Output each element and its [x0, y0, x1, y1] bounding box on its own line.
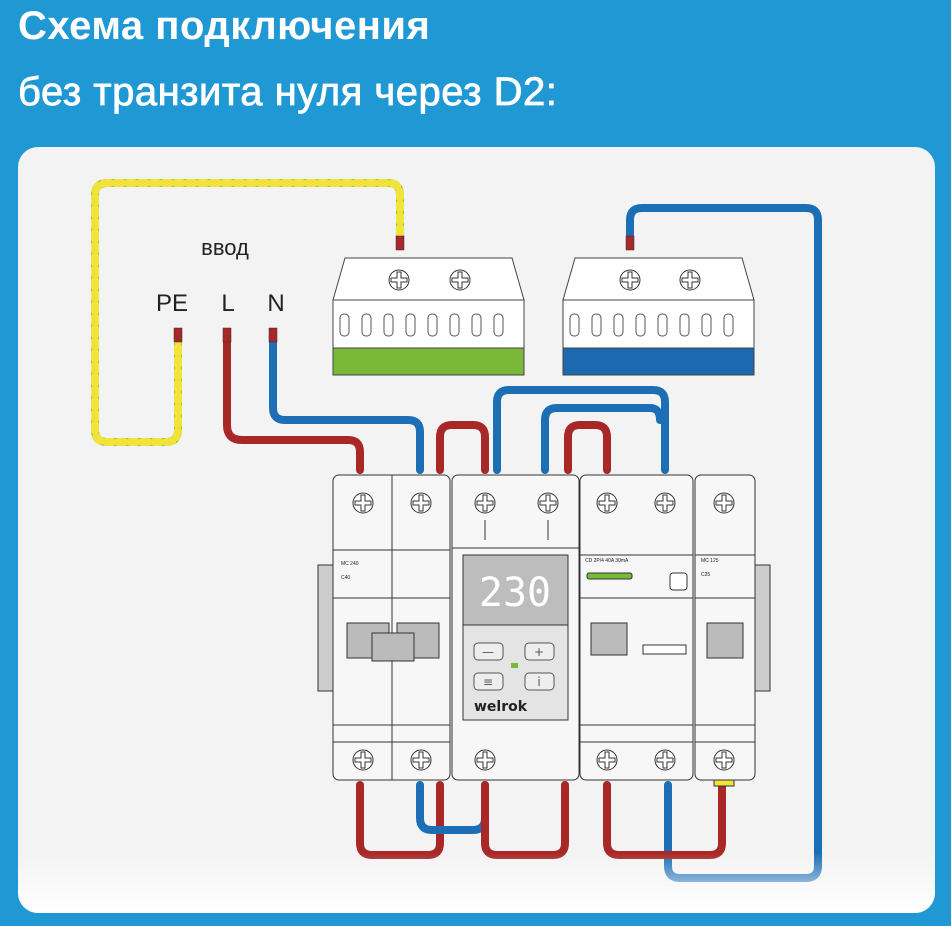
plus-button[interactable]: [524, 642, 555, 661]
info-button[interactable]: [524, 672, 555, 691]
neutral-input-wire: [269, 331, 424, 474]
relay-buttons: [473, 642, 555, 691]
relay-display: 230: [479, 570, 551, 616]
status-led: [511, 663, 518, 668]
terminal-label-l: L: [221, 290, 234, 317]
menu-label: ≡: [483, 675, 493, 689]
breaker-1p-rating: C25: [701, 572, 710, 578]
plus-label: +: [534, 645, 544, 659]
ground-terminal-block: [332, 257, 525, 376]
input-title: ввод: [201, 235, 249, 260]
neutral-jumper-top-outer: [493, 386, 669, 474]
brand-logo: welrok: [474, 699, 528, 715]
info-label: i: [537, 675, 540, 689]
title-line-2: без транзита нуля через D2:: [18, 70, 558, 115]
bottom-fade: [18, 853, 935, 913]
neutral-jumper-bottom: [416, 781, 489, 834]
breaker-2p-rating: C40: [341, 575, 350, 581]
terminal-label-n: N: [267, 290, 284, 317]
minus-label: —: [482, 645, 494, 659]
phase-jumper-top-1: [436, 421, 489, 474]
breaker-2p-model: MC 240: [341, 561, 359, 567]
breaker-1p-model: MC 125: [701, 558, 719, 564]
phase-jumper-top-2: [564, 421, 611, 474]
phase-jumper-bottom-1: [356, 781, 444, 859]
title-line-1: Схема подключения: [18, 4, 431, 48]
menu-button[interactable]: [473, 672, 504, 691]
din-devices: [317, 474, 771, 787]
rcd-model: CD 2P/4 40A 30mA: [585, 558, 629, 564]
terminal-label-pe: PE: [156, 290, 188, 317]
phase-jumper-bottom-2: [481, 781, 569, 859]
phase-input-wire: [223, 331, 364, 474]
neutral-jumper-top-inner: [541, 404, 664, 474]
minus-button[interactable]: [473, 642, 504, 661]
